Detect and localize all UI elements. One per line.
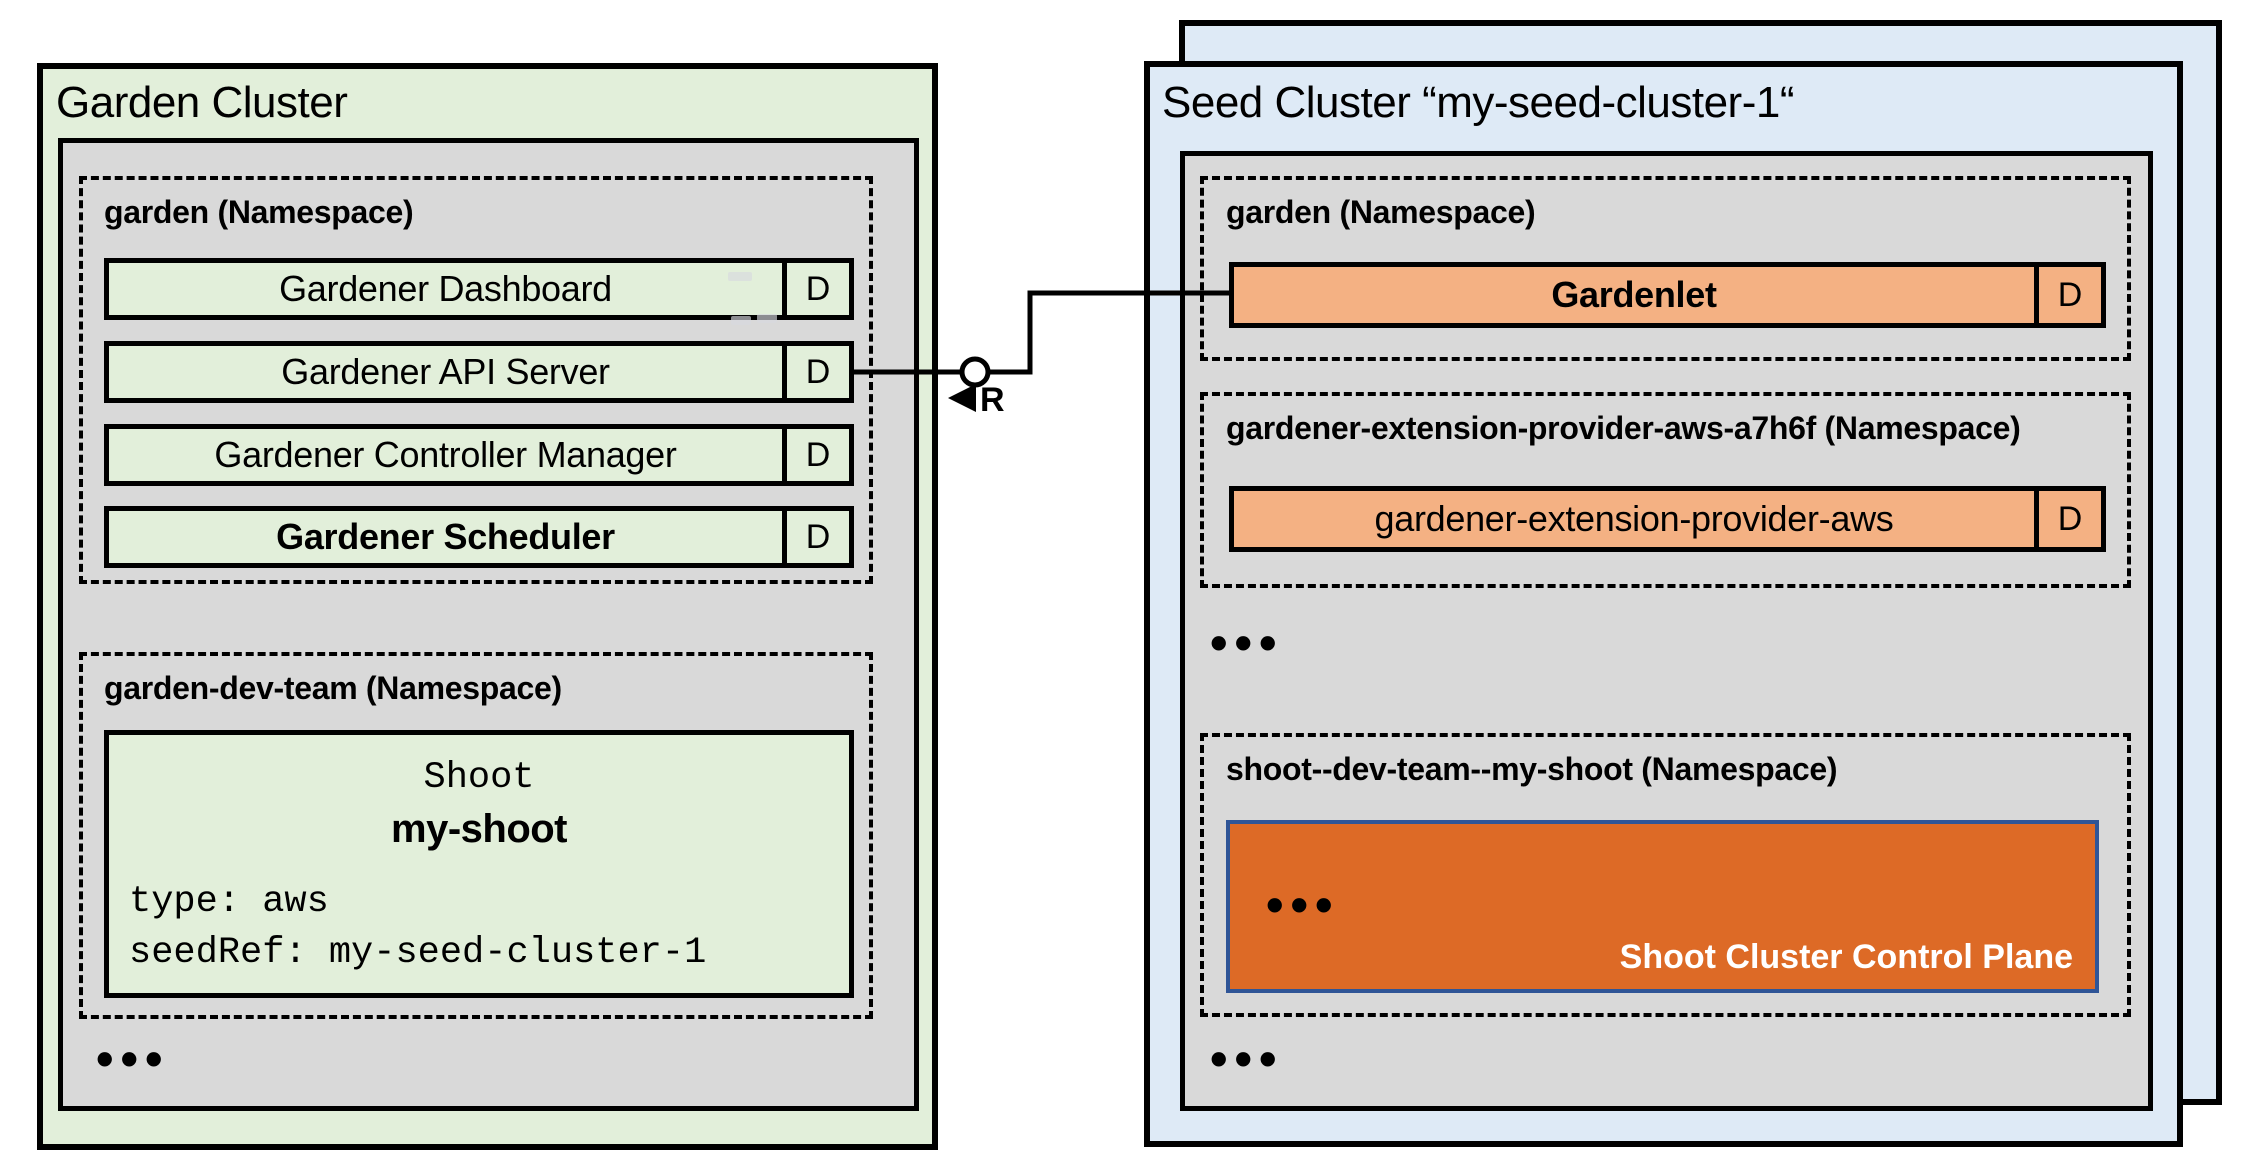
- arrow-left-icon: [948, 384, 976, 412]
- deployment-badge: D: [2034, 267, 2101, 323]
- shoot-kind: Shoot: [423, 757, 535, 799]
- component-label: Gardener Scheduler: [276, 516, 615, 557]
- component-label: Gardener Dashboard: [279, 268, 612, 309]
- component-label: Gardener API Server: [281, 351, 610, 392]
- component-row-gardener-scheduler: Gardener Scheduler D: [104, 506, 854, 568]
- component-row-gardener-dashboard: Gardener Dashboard D: [104, 258, 854, 320]
- namespace-label-shoot: shoot--dev-team--my-shoot (Namespace): [1226, 751, 1838, 787]
- shoot-name: my-shoot: [391, 807, 568, 851]
- component-row-gardenlet: Gardenlet D: [1229, 262, 2106, 328]
- shoot-spec: type: aws seedRef: my-seed-cluster-1: [129, 877, 706, 979]
- deployment-badge: D: [2034, 491, 2101, 547]
- namespace-box-garden: [79, 176, 873, 584]
- ellipsis-control-plane: •••: [1266, 877, 1340, 933]
- component-label: gardener-extension-provider-aws: [1374, 498, 1894, 539]
- component-label: Gardenlet: [1551, 274, 1717, 315]
- namespace-box-extension-provider: [1200, 392, 2131, 588]
- ellipsis-seed-cluster: •••: [1210, 1031, 1284, 1087]
- component-row-extension-provider-aws: gardener-extension-provider-aws D: [1229, 486, 2106, 552]
- namespace-label-extension-provider: gardener-extension-provider-aws-a7h6f (N…: [1226, 410, 2021, 446]
- namespace-label-garden: garden (Namespace): [104, 194, 414, 230]
- ellipsis-seed-namespaces: •••: [1210, 615, 1284, 671]
- artifact-dash: [728, 272, 752, 281]
- artifact-dash: [731, 316, 751, 325]
- namespace-box-shoot: [1200, 733, 2131, 1017]
- namespace-box-garden-dev-team: [79, 652, 873, 1019]
- artifact-dash: [757, 314, 777, 323]
- interface-lollipop-icon: [959, 356, 991, 388]
- namespace-label-seed-garden: garden (Namespace): [1226, 194, 1536, 230]
- namespace-box-seed-garden: [1200, 176, 2131, 361]
- shoot-spec-type: type: aws: [129, 880, 329, 923]
- namespace-label-garden-dev-team: garden-dev-team (Namespace): [104, 670, 562, 706]
- component-row-gardener-controller-manager: Gardener Controller Manager D: [104, 424, 854, 486]
- component-label: Gardener Controller Manager: [214, 434, 677, 475]
- deployment-badge: D: [782, 263, 849, 315]
- garden-cluster-title: Garden Cluster: [56, 78, 348, 127]
- seed-cluster-title: Seed Cluster “my-seed-cluster-1“: [1162, 78, 1794, 127]
- shoot-spec-seedref: seedRef: my-seed-cluster-1: [129, 931, 707, 974]
- deployment-badge: D: [782, 346, 849, 398]
- connector-label: R: [980, 381, 1005, 419]
- shoot-cluster-control-plane-box: ••• Shoot Cluster Control Plane: [1226, 820, 2099, 993]
- ellipsis-garden-cluster: •••: [96, 1031, 170, 1087]
- component-row-gardener-api-server: Gardener API Server D: [104, 341, 854, 403]
- control-plane-label: Shoot Cluster Control Plane: [1619, 938, 2073, 976]
- deployment-badge: D: [782, 429, 849, 481]
- deployment-badge: D: [782, 511, 849, 563]
- shoot-resource-card: Shoot my-shoot type: aws seedRef: my-seed…: [104, 730, 854, 998]
